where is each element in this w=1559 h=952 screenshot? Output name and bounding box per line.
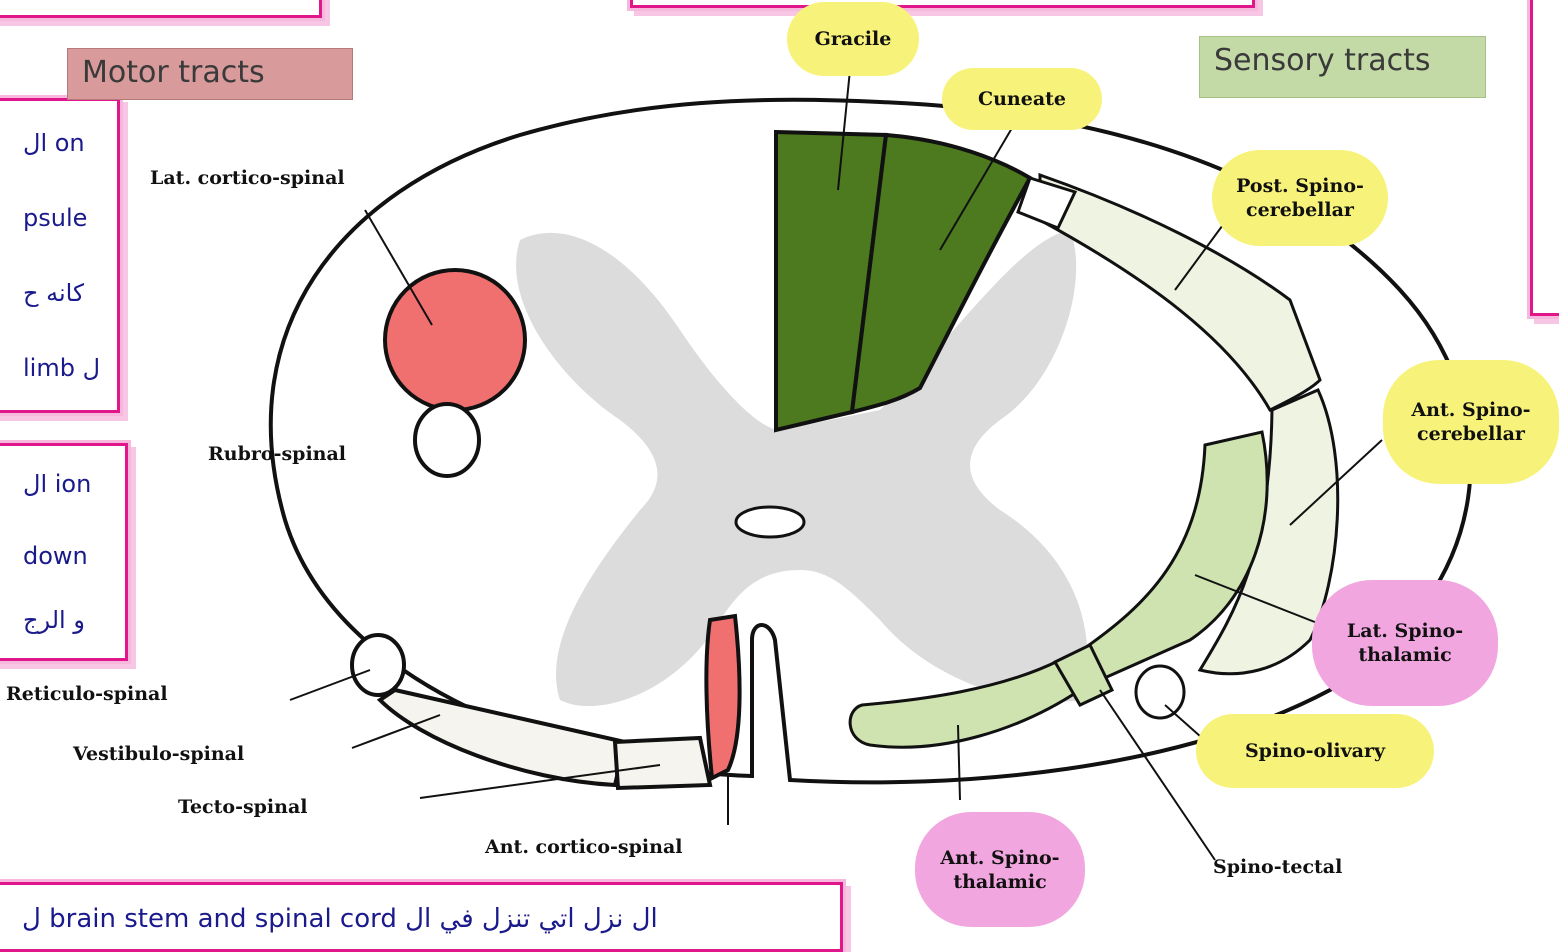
rubro-spinal-label: Rubro-spinal: [208, 442, 346, 466]
gracile-label: Gracile: [787, 2, 919, 76]
ant-cortico-spinal-tract: [706, 616, 739, 778]
spino-olivary-tract: [1136, 666, 1184, 718]
spino-tectal-label: Spino-tectal: [1213, 855, 1342, 879]
reticulo-spinal-label: Reticulo-spinal: [6, 682, 168, 706]
ant-spino-cerebellar-label: Ant. Spino- cerebellar: [1383, 360, 1559, 484]
vestibulo-spinal-label: Vestibulo-spinal: [73, 742, 244, 766]
lat-cortico-spinal-tract: [385, 270, 525, 410]
ant-cortico-spinal-label: Ant. cortico-spinal: [485, 835, 682, 859]
post-spino-cerebellar-label: Post. Spino- cerebellar: [1212, 150, 1388, 246]
lat-spino-thalamic-label: Lat. Spino- thalamic: [1312, 580, 1498, 706]
spino-olivary-label: Spino-olivary: [1196, 714, 1434, 788]
tecto-spinal-label: Tecto-spinal: [178, 795, 308, 819]
ant-spino-thalamic-label: Ant. Spino- thalamic: [915, 812, 1085, 927]
rubro-spinal-tract: [415, 404, 479, 476]
tecto-spinal-tract: [615, 738, 710, 788]
lat-cortico-spinal-label: Lat. cortico-spinal: [150, 166, 345, 190]
cuneate-label: Cuneate: [942, 68, 1102, 130]
reticulo-spinal-tract: [352, 635, 404, 695]
central-canal: [736, 507, 804, 537]
